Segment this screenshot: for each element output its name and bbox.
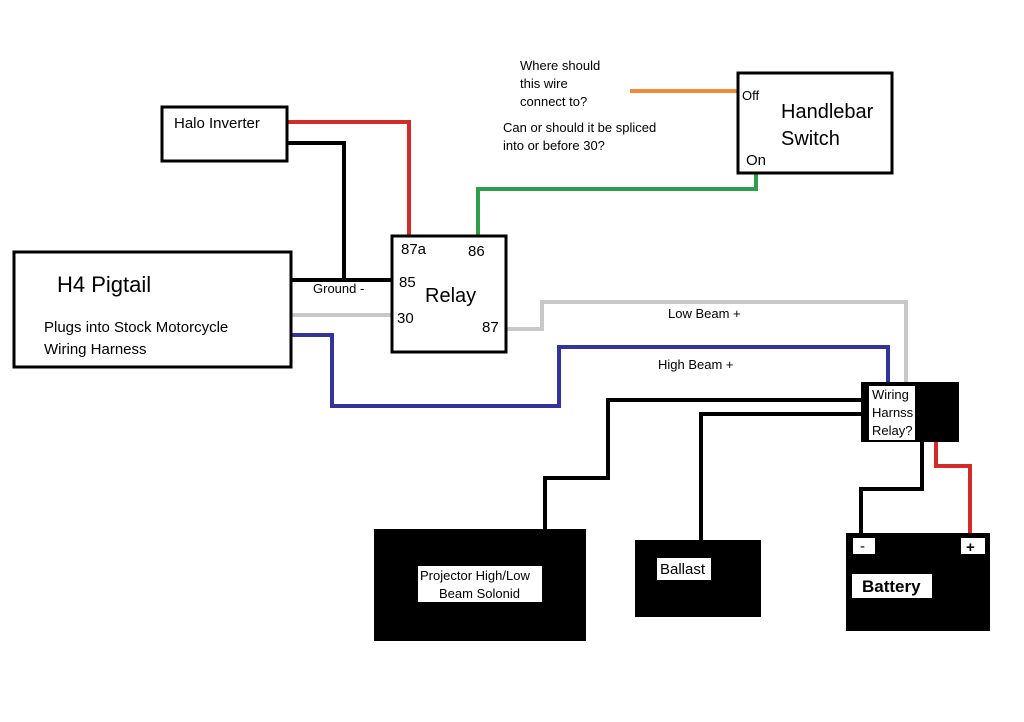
relay-pin-85: 85 [399,274,416,291]
relay-pin-30: 30 [397,310,414,327]
green-wire [476,173,758,236]
red-wire-battery-pos [934,442,972,534]
h4-pigtail-desc-line1: Plugs into Stock Motorcycle [44,319,228,336]
relay-pin-86: 86 [468,243,485,260]
relay-box [390,234,508,354]
battery-label-bg [852,574,932,598]
h4-pigtail-box [12,250,293,369]
black-wire-battery-neg [859,442,924,534]
halo-inverter-box [160,105,289,163]
wiring-harness-relay-line3: Relay? [872,423,912,438]
question-line2: this wire [520,76,568,91]
battery-neg-bg [853,538,875,554]
red-wire-inverter [287,120,411,236]
black-wire-projector [543,398,863,530]
high-beam-label: High Beam + [658,357,734,372]
wiring-harness-relay-line2: Harnss [872,405,914,420]
battery-pos-label: + [966,539,975,556]
blue-wire-high-beam [291,333,890,408]
ballast-label: Ballast [660,561,706,578]
question-line1: Where should [520,58,600,73]
ground-wire-label: Ground - [313,281,364,296]
battery-pos-bg [961,538,985,554]
relay-pin-87a: 87a [401,241,427,258]
handlebar-switch-box [736,71,894,175]
switch-off-label: Off [742,88,759,103]
battery-label: Battery [862,577,921,596]
low-beam-label: Low Beam + [668,306,741,321]
handlebar-switch-title-line1: Handlebar [781,101,874,123]
relay-label: Relay [425,285,476,307]
wiring-harness-relay-line1: Wiring [872,387,909,402]
wiring-harness-relay-label-bg [869,386,915,440]
handlebar-switch-title-line2: Switch [781,128,840,150]
battery-neg-label: - [860,538,865,555]
relay-pin-87: 87 [482,319,499,336]
ballast-label-bg [657,558,711,580]
question-line4: Can or should it be spliced [503,120,656,135]
black-wire-ballast [699,412,863,540]
gray-wire-low-beam [507,300,908,386]
projector-label-bg [418,566,542,602]
h4-pigtail-title: H4 Pigtail [57,272,151,297]
projector-line1: Projector High/Low [420,568,530,583]
halo-inverter-label: Halo Inverter [174,115,260,132]
projector-line2: Beam Solonid [439,586,520,601]
question-line3: connect to? [520,94,587,109]
switch-on-label: On [746,152,766,169]
question-line5: into or before 30? [503,138,605,153]
black-wire-inverter-ground [287,141,346,280]
h4-pigtail-desc-line2: Wiring Harness [44,341,147,358]
